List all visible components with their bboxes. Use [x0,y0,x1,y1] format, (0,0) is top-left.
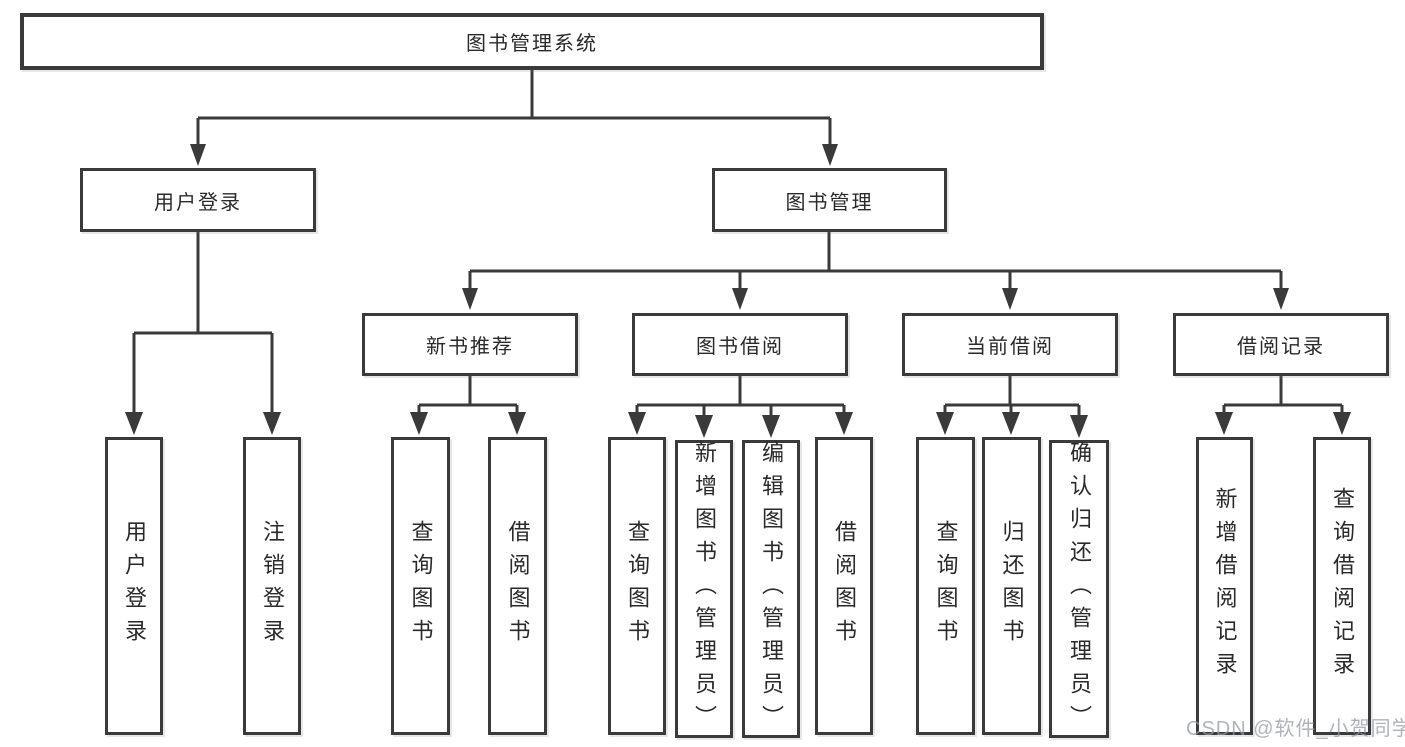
leaf-cb-confirm-return-admin: 确认归还（管理员） [1049,440,1109,738]
node-book-borrowing: 图书借阅 [632,313,848,376]
node-book-management: 图书管理 [712,168,947,232]
leaf-logout: 注销登录 [243,437,301,735]
node-label: 编辑图书（管理员） [759,440,784,738]
node-label: 归还图书 [999,520,1025,652]
arrowheads [125,144,1351,438]
csdn-watermark: CSDN @软件_小贺同学 [1186,718,1405,740]
node-label: 查询图书 [408,520,434,652]
node-label: 用户登录 [122,520,147,652]
node-label: 新增图书（管理员） [692,440,717,738]
node-library-management-system: 图书管理系统 [20,13,1044,70]
leaf-nb-query-books: 查询图书 [391,437,450,735]
leaf-bb-add-books-admin: 新增图书（管理员） [675,440,733,738]
leaf-cb-return-books: 归还图书 [982,437,1041,735]
leaf-bb-query-books: 查询图书 [608,437,666,735]
node-label: 查询图书 [625,520,650,652]
leaf-nb-borrow-books: 借阅图书 [488,437,547,735]
leaf-bb-edit-books-admin: 编辑图书（管理员） [742,440,800,738]
node-current-borrowing: 当前借阅 [902,313,1118,376]
node-label: 查询图书 [933,520,959,652]
leaf-user-login: 用户登录 [105,437,163,735]
node-borrow-records: 借阅记录 [1173,313,1389,376]
leaf-br-query-record: 查询借阅记录 [1313,437,1371,735]
node-label: 新增借阅记录 [1212,487,1238,685]
node-new-book-recommend: 新书推荐 [362,313,578,376]
leaf-cb-query-books: 查询图书 [916,437,975,735]
leaf-br-add-record: 新增借阅记录 [1196,437,1253,735]
node-label: 借阅图书 [832,520,857,652]
node-label: 借阅图书 [505,520,531,652]
node-label: 确认归还（管理员） [1067,440,1092,738]
node-label: 查询借阅记录 [1330,487,1355,685]
node-user-login: 用户登录 [80,168,316,232]
leaf-bb-borrow-books: 借阅图书 [815,437,873,735]
node-label: 注销登录 [260,520,285,652]
